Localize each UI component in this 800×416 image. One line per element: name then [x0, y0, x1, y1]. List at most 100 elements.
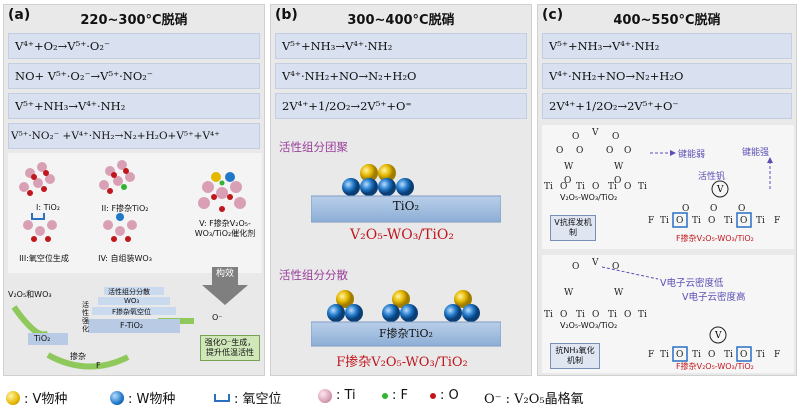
svg-text:O: O: [592, 182, 599, 192]
legend-w: : W物种: [110, 388, 175, 407]
svg-text:O: O: [614, 176, 621, 186]
panel-b-label: (b): [275, 7, 298, 23]
legend-f: : F: [382, 388, 408, 403]
svg-text:O: O: [556, 146, 563, 156]
schematic-arrows: [11, 287, 194, 370]
svg-text:V: V: [714, 331, 722, 341]
svg-text:F: F: [774, 216, 780, 226]
svg-text:O: O: [740, 216, 747, 226]
svg-text:O: O: [710, 204, 717, 214]
svg-text:W: W: [614, 162, 624, 172]
svg-text:Ti: Ti: [724, 350, 733, 360]
svg-text:O: O: [612, 262, 619, 272]
panel-a-label: (a): [8, 7, 31, 23]
equation: NO+ V⁵⁺·O₂⁻→V⁵⁺·NO₂⁻: [8, 63, 260, 89]
cluster-vacancy: [23, 213, 57, 242]
structure-label-4: IV: 自组装WO₃: [98, 254, 152, 263]
formula-1: V₂O₅-WO₃/TiO₂: [350, 227, 454, 243]
panel-a-title: 220~300°C脱硝: [80, 13, 188, 28]
f-tio2-label: F-TiO₂: [120, 321, 144, 330]
svg-text:V: V: [591, 258, 599, 268]
svg-text:F: F: [648, 216, 654, 226]
legend-lattice-label: O⁻ : V₂O₅晶格氧: [484, 392, 584, 407]
svg-text:W: W: [564, 162, 574, 172]
equation: V⁴⁺·NH₂+NO→N₂+H₂O: [275, 63, 527, 89]
svg-text:Ti: Ti: [544, 310, 553, 320]
tio2-label: TiO₂: [34, 334, 51, 343]
svg-text:Ti: Ti: [544, 182, 553, 192]
cluster-f-tio2: [99, 160, 135, 194]
svg-text:O: O: [572, 132, 579, 142]
svg-text:Ti: Ti: [638, 310, 647, 320]
active-label: 活性组分分散: [108, 288, 150, 296]
structures-illustration: [19, 160, 246, 242]
svg-text:W: W: [564, 288, 574, 298]
arrow-label: 构效: [215, 269, 234, 279]
svg-text:O: O: [624, 146, 631, 156]
panel-a: (a) 220~300°C脱硝 V⁴⁺+O₂→V⁵⁺·O₂⁻ NO+ V⁵⁺·O…: [3, 4, 265, 376]
aggregated-spheres: [311, 164, 501, 223]
result-box: 强化O⁻生成，提升低温活性: [200, 335, 260, 361]
anti-volatile-box: V抗挥发机制: [550, 215, 596, 241]
svg-text:O: O: [560, 310, 567, 320]
o-atom-icon: [430, 392, 436, 399]
wo3-label: WO₃: [124, 297, 140, 305]
top-formula-1: V₂O₅-WO₃/TiO₂: [560, 193, 618, 202]
structures-area: I: TiO₂ II: F掺杂TiO₂ III:氧空位生成 IV: 自组装WO₃…: [8, 153, 262, 273]
schematic-area: V₂O₅和WO₃ TiO₂ F-TiO₂ 活性组分分散 WO₃ F掺杂氧空位 活…: [8, 277, 198, 373]
top-formula-2: F掺杂V₂O₅-WO₃/TiO₂: [676, 234, 754, 243]
legend-vacancy-label: : 氧空位: [234, 392, 282, 407]
svg-text:W: W: [614, 288, 624, 298]
svg-text:Ti: Ti: [756, 350, 765, 360]
f-tio2-slab-label: F掺杂TiO₂: [379, 327, 433, 340]
svg-text:Ti: Ti: [608, 310, 617, 320]
svg-text:Ti: Ti: [576, 182, 585, 192]
legend-v-label: : V物种: [24, 392, 68, 407]
ti-atom-icon: [318, 388, 332, 403]
panel-b-title: 300~400°C脱硝: [347, 13, 455, 28]
equation: V⁴⁺·NH₂+NO→N₂+H₂O: [542, 63, 792, 89]
svg-text:Ti: Ti: [660, 350, 669, 360]
svg-text:Ti: Ti: [692, 350, 701, 360]
svg-text:O: O: [738, 204, 745, 214]
equation: 2V⁴⁺+1/2O₂→2V⁵⁺+O⁻: [542, 93, 792, 119]
equation: 2V⁴⁺+1/2O₂→2V⁵⁺+O⁼: [275, 93, 527, 119]
svg-text:V: V: [591, 128, 599, 138]
svg-text:Ti: Ti: [576, 310, 585, 320]
legend: : V物种 : W物种 : 氧空位 : Ti : F : O O⁻ : V₂O₅…: [0, 380, 800, 414]
oxygen-vacancy-icon: [214, 393, 230, 402]
svg-text:O: O: [606, 146, 613, 156]
svg-text:O: O: [572, 262, 579, 272]
legend-ti-label: : Ti: [336, 388, 356, 403]
structure-label-3: III:氧空位生成: [19, 254, 69, 263]
svg-text:O: O: [740, 350, 747, 360]
legend-o-label: : O: [440, 388, 459, 403]
formula-2: F掺杂V₂O₅-WO₃/TiO₂: [336, 355, 468, 370]
svg-text:O: O: [676, 216, 683, 226]
bottom-formula-2: F掺杂V₂O₅-WO₃/TiO₂: [676, 362, 754, 371]
reactants-label: V₂O₅和WO₃: [8, 290, 52, 299]
svg-text:O: O: [576, 146, 583, 156]
svg-text:F: F: [774, 350, 780, 360]
svg-text:O: O: [708, 350, 715, 360]
panel-c-label: (c): [542, 7, 564, 23]
svg-text:Ti: Ti: [692, 216, 701, 226]
dispersion-title: 活性组分分散: [279, 268, 348, 282]
equation: V⁴⁺+O₂→V⁵⁺·O₂⁻: [8, 33, 260, 59]
svg-text:Ti: Ti: [756, 216, 765, 226]
dispersed-spheres: [311, 290, 501, 347]
panel-b: (b) 300~400°C脱硝 V⁵⁺+NH₃→V⁴⁺·NH₂ V⁴⁺·NH₂+…: [270, 4, 532, 376]
svg-text:O: O: [592, 310, 599, 320]
svg-text:O: O: [564, 176, 571, 186]
weak-bond-label: 键能弱: [678, 150, 706, 160]
legend-vacancy: : 氧空位: [214, 388, 282, 407]
cluster-tio2: [19, 162, 55, 196]
svg-text:V: V: [716, 185, 724, 195]
svg-text:O: O: [676, 350, 683, 360]
svg-text:O: O: [560, 182, 567, 192]
svg-text:Ti: Ti: [638, 182, 647, 192]
